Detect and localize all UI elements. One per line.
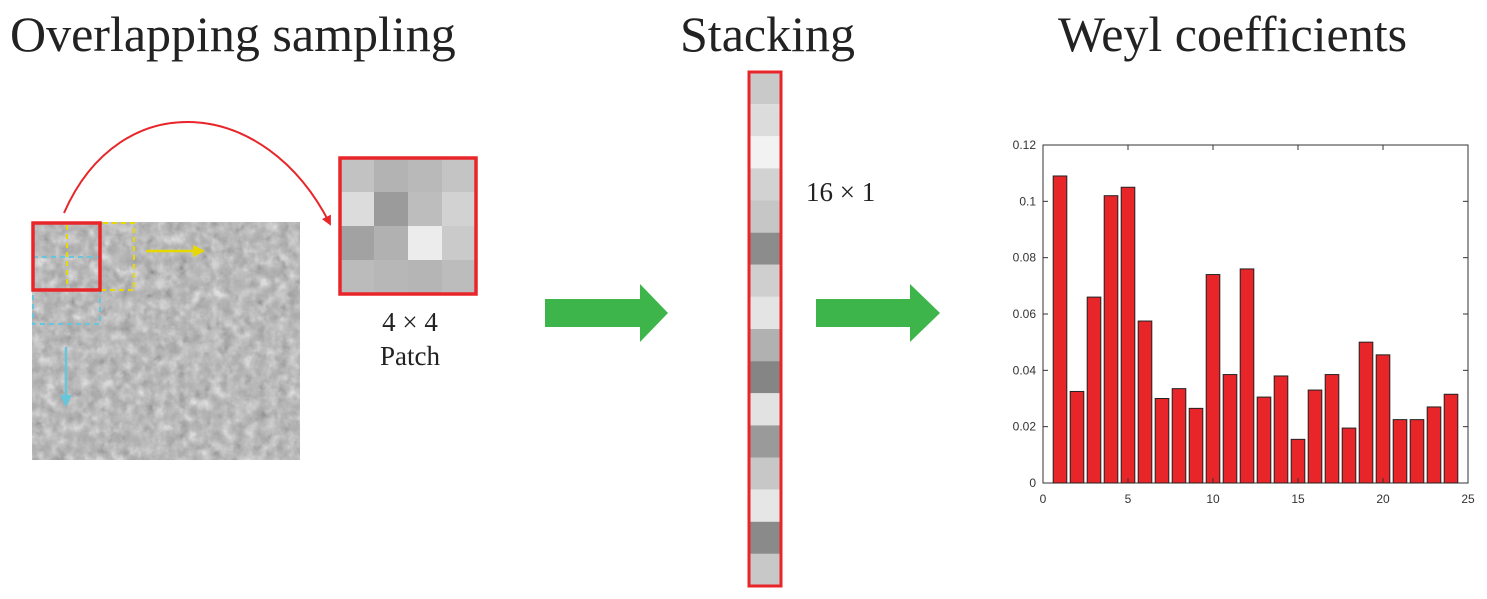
y-tick-label: 0.04 — [1013, 363, 1037, 377]
patch-cell — [408, 260, 442, 294]
patch-cell — [374, 260, 408, 294]
bar — [1443, 393, 1459, 484]
bar — [1358, 341, 1374, 484]
title-stacking: Stacking — [680, 6, 855, 62]
patch-border — [338, 156, 478, 296]
vector-cell — [749, 168, 781, 201]
bar — [1103, 195, 1119, 484]
vector-cell — [749, 489, 781, 522]
y-tick-label: 0.1 — [1019, 194, 1036, 208]
y-tick-label: 0.02 — [1013, 420, 1037, 434]
patch-cell — [442, 260, 476, 294]
x-tick-label: 5 — [1125, 492, 1132, 506]
arrow-to-stacking — [545, 284, 668, 342]
title-overlapping-sampling: Overlapping sampling — [10, 6, 456, 62]
x-tick-label: 25 — [1461, 492, 1475, 506]
bar — [1171, 388, 1187, 484]
vector-cell — [749, 457, 781, 490]
vector-cell — [749, 264, 781, 297]
patch-cell — [442, 192, 476, 226]
vector-cell — [749, 200, 781, 233]
bar — [1222, 374, 1238, 484]
bar — [1375, 354, 1391, 484]
patch-cell — [442, 158, 476, 192]
bar — [1426, 406, 1442, 484]
patch-cell — [374, 226, 408, 260]
title-weyl-coefficients: Weyl coefficients — [1058, 6, 1408, 62]
x-tick-label: 20 — [1376, 492, 1390, 506]
bar — [1188, 407, 1204, 484]
bar — [1086, 296, 1102, 484]
vector-cell — [749, 232, 781, 265]
weyl-coefficient-bar-chart: 0 0.02 0.04 0.06 0.08 0.1 0.12 0 5 10 15 20 25 — [1013, 138, 1475, 506]
vector-cell — [749, 72, 781, 105]
x-tick-label: 10 — [1206, 492, 1220, 506]
bar — [1205, 274, 1221, 484]
bar — [1290, 438, 1306, 484]
patch-cell — [374, 158, 408, 192]
y-tick-label: 0.08 — [1013, 251, 1037, 265]
bar — [1052, 175, 1068, 484]
vector-border — [747, 70, 783, 588]
bar — [1239, 268, 1255, 484]
patch-cell — [340, 226, 374, 260]
patch-cell — [442, 226, 476, 260]
patch-cell — [408, 192, 442, 226]
texture-image — [32, 222, 300, 460]
patch-4x4-grid — [340, 158, 476, 294]
vector-cell — [749, 521, 781, 554]
patch-cell — [340, 158, 374, 192]
sampling-window-right — [66, 222, 135, 291]
y-tick-label: 0 — [1029, 476, 1036, 490]
patch-cell — [340, 192, 374, 226]
sampling-window-current — [31, 221, 102, 292]
vector-cell — [749, 425, 781, 458]
y-tick-label: 0.06 — [1013, 307, 1037, 321]
vector-cell — [749, 361, 781, 394]
stacked-vector — [749, 72, 781, 586]
extract-patch-arrow — [63, 120, 331, 226]
vector-cell — [749, 553, 781, 586]
bar — [1341, 427, 1357, 484]
bar — [1256, 396, 1272, 484]
patch-cell — [340, 260, 374, 294]
bar — [1307, 389, 1323, 484]
bar — [1392, 419, 1408, 484]
vector-cell — [749, 393, 781, 426]
bar — [1409, 419, 1425, 484]
arrow-to-weyl — [816, 284, 940, 342]
bar — [1154, 398, 1170, 484]
vector-cell — [749, 296, 781, 329]
x-tick-label: 15 — [1291, 492, 1305, 506]
patch-label: Patch — [380, 341, 440, 371]
bar — [1137, 320, 1153, 484]
vector-cell — [749, 136, 781, 169]
y-tick-label: 0.12 — [1013, 138, 1037, 152]
patch-cell — [408, 158, 442, 192]
bar — [1120, 186, 1136, 484]
bar — [1324, 374, 1340, 484]
vector-size-label: 16 × 1 — [806, 177, 876, 207]
vector-cell — [749, 329, 781, 362]
bar — [1273, 375, 1289, 484]
vector-cell — [749, 104, 781, 137]
patch-cell — [408, 226, 442, 260]
patch-size-label: 4 × 4 — [382, 307, 438, 337]
bar — [1069, 390, 1085, 484]
patch-cell — [374, 192, 408, 226]
x-tick-label: 0 — [1040, 492, 1047, 506]
